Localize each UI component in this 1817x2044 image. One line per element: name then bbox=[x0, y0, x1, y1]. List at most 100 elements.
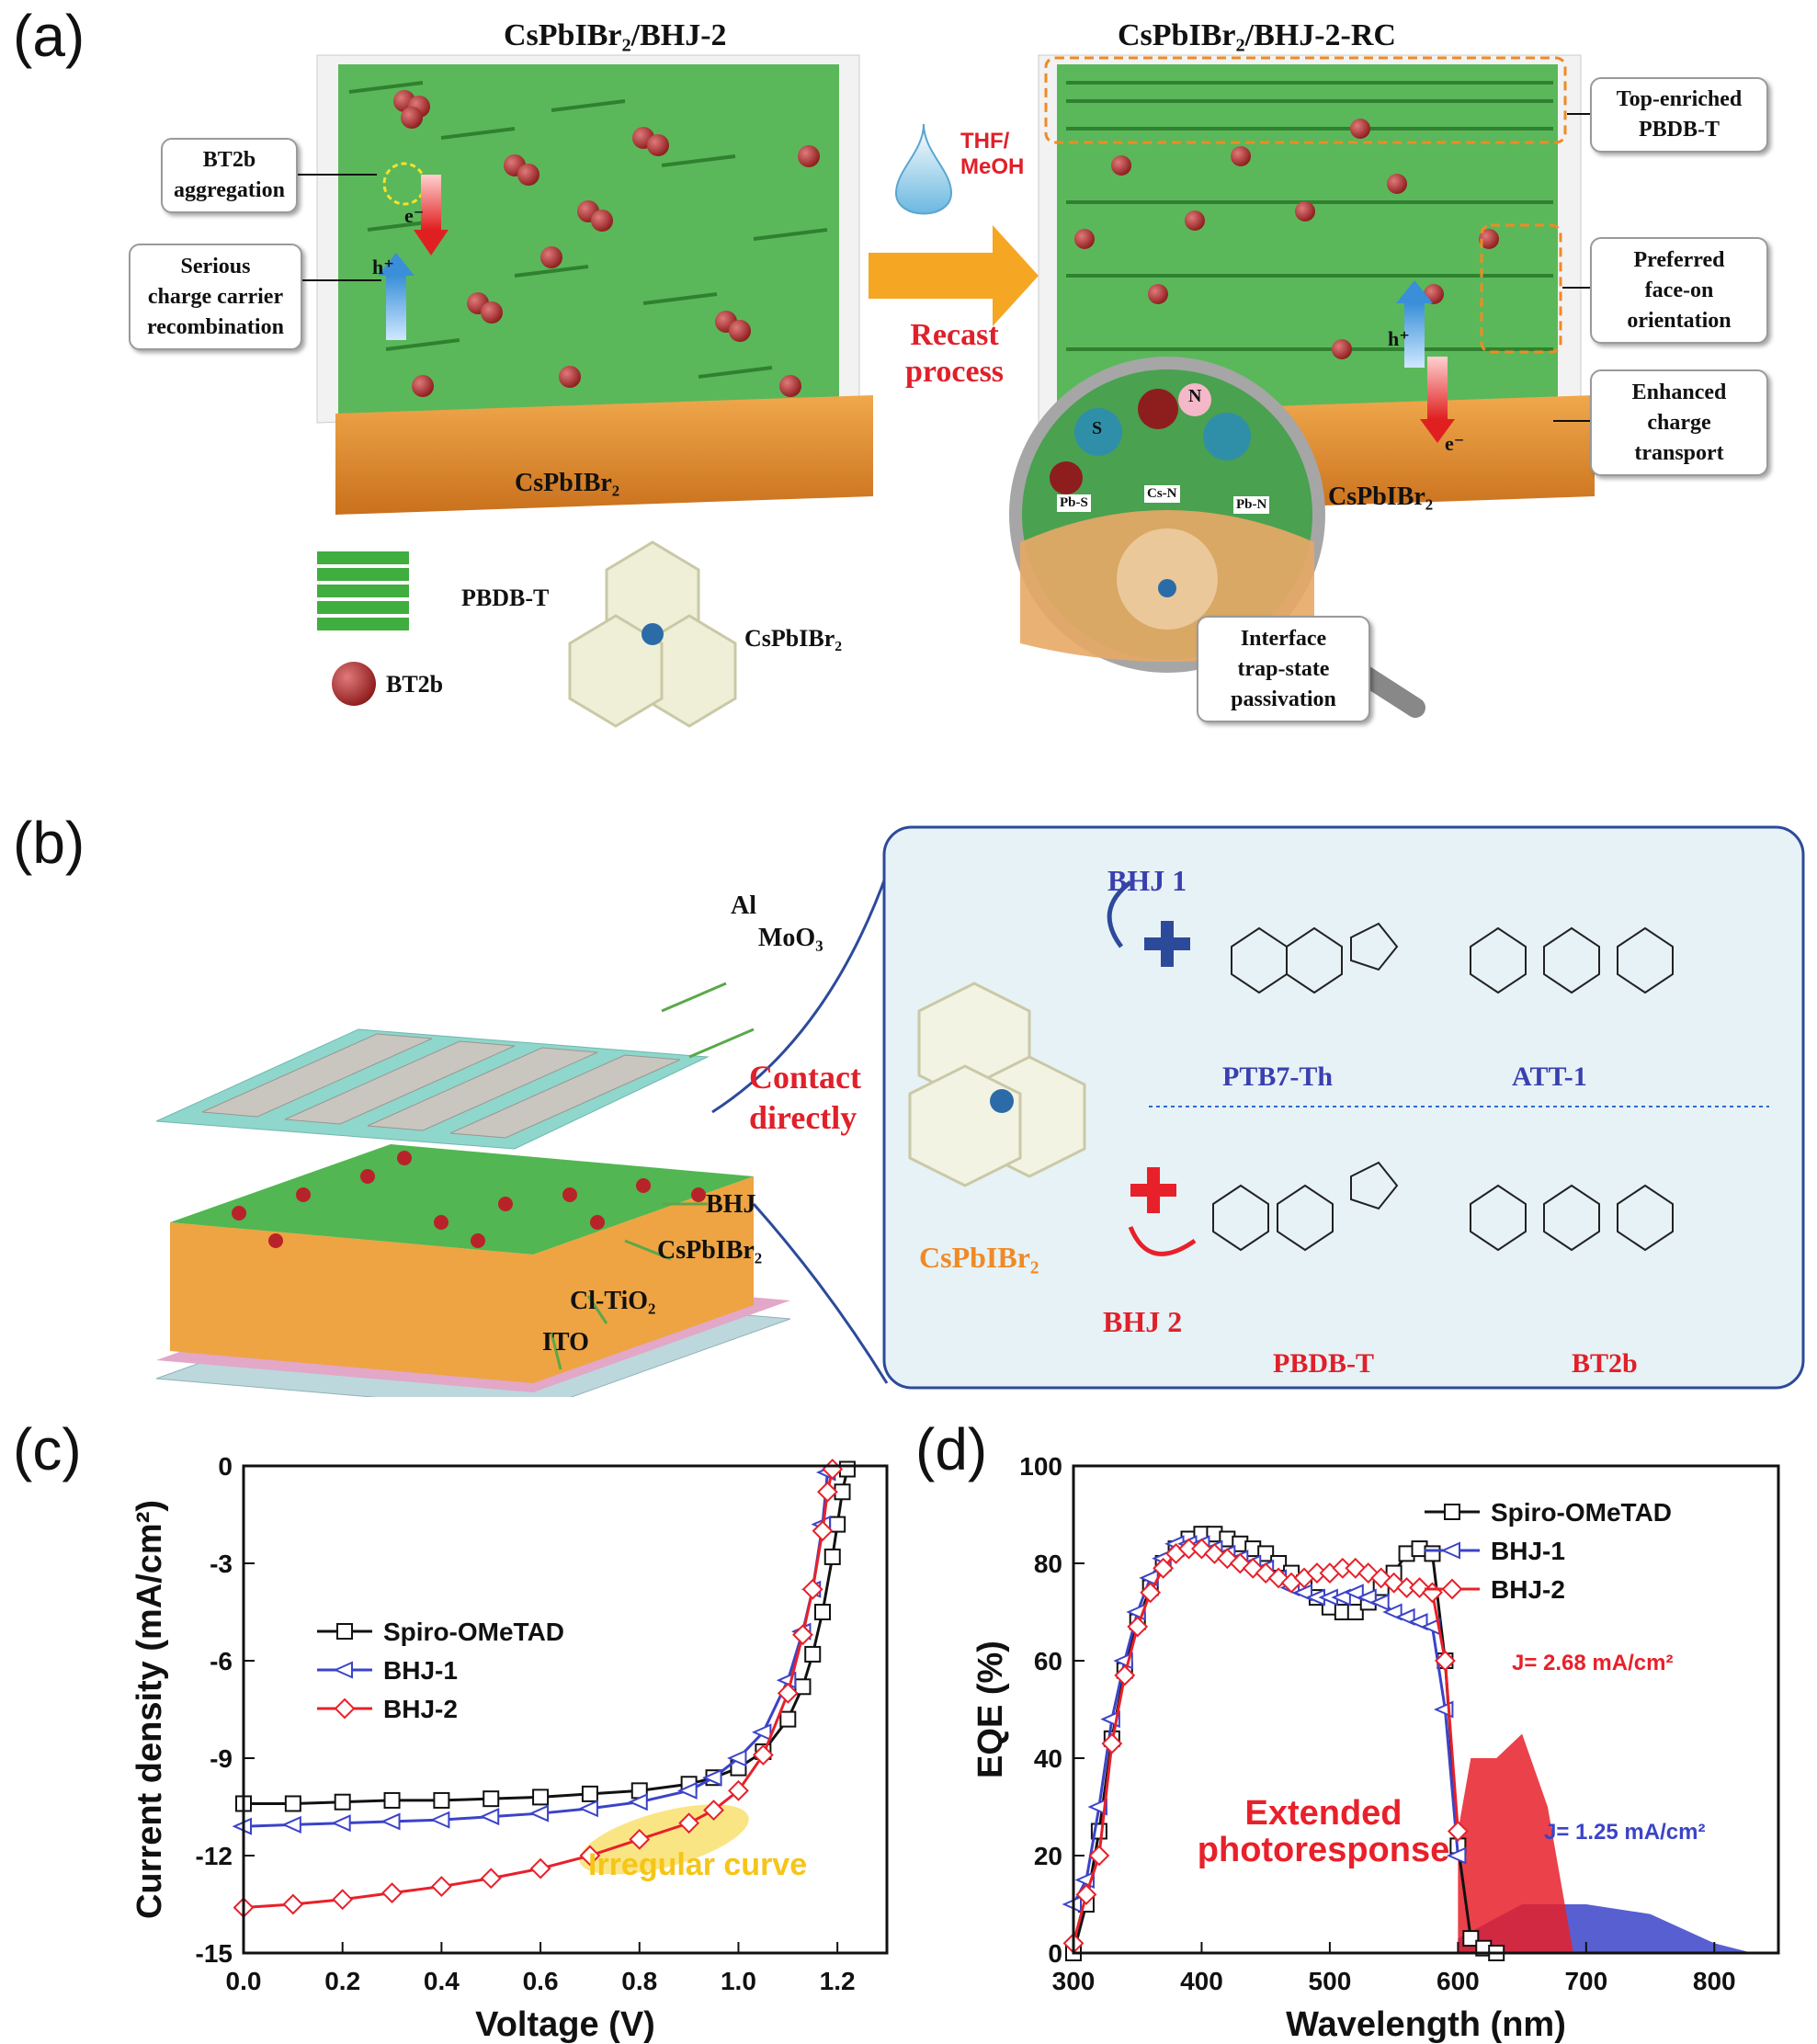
data-point bbox=[282, 1893, 304, 1915]
x-tick-label: 1.2 bbox=[820, 1967, 856, 1995]
data-point bbox=[702, 1768, 722, 1787]
data-point bbox=[1331, 1588, 1351, 1607]
data-point bbox=[1408, 1613, 1428, 1631]
x-tick-label: 500 bbox=[1309, 1967, 1352, 1995]
data-point bbox=[1424, 1545, 1441, 1562]
layer-bhj-label: BHJ bbox=[706, 1190, 756, 1219]
plot-frame bbox=[1072, 1464, 1780, 1955]
data-point bbox=[1462, 1930, 1480, 1947]
data-point bbox=[429, 1811, 450, 1829]
legend-item-2: BHJ-2 bbox=[1425, 1575, 1565, 1604]
x-tick-label: 700 bbox=[1564, 1967, 1607, 1995]
data-point bbox=[479, 1808, 500, 1826]
molecule-att1-label: ATT-1 bbox=[1512, 1062, 1587, 1092]
y-tick-label: 80 bbox=[1034, 1550, 1062, 1578]
y-axis-title: Current density (mA/cm²) bbox=[131, 1500, 169, 1919]
data-point bbox=[678, 1812, 700, 1834]
data-point bbox=[281, 1815, 301, 1834]
carrier-h-right: h⁺ bbox=[1388, 327, 1410, 350]
data-point bbox=[284, 1795, 301, 1812]
carrier-e-left: e⁻ bbox=[404, 204, 425, 227]
y-tick-label: 20 bbox=[1034, 1842, 1062, 1870]
plot-frame bbox=[242, 1464, 889, 1955]
plus-icon-red bbox=[1130, 1167, 1176, 1213]
data-point bbox=[578, 1800, 598, 1818]
series-2 bbox=[1062, 1538, 1469, 1954]
data-point bbox=[1114, 1664, 1136, 1686]
left-film bbox=[316, 54, 873, 515]
x-tick-label: 600 bbox=[1437, 1967, 1480, 1995]
data-point bbox=[726, 1749, 747, 1767]
data-point bbox=[430, 1876, 452, 1897]
data-point bbox=[777, 1682, 799, 1704]
legend-item-0: Spiro-OMeTAD bbox=[1425, 1498, 1672, 1527]
data-point bbox=[383, 1791, 401, 1809]
data-point bbox=[433, 1791, 450, 1809]
y-tick-label: 0 bbox=[218, 1452, 233, 1481]
data-point bbox=[829, 1516, 846, 1533]
atom-s: S bbox=[1092, 418, 1103, 438]
data-point bbox=[380, 1812, 401, 1831]
legend-label: BHJ-2 bbox=[383, 1695, 458, 1723]
data-point bbox=[1357, 1562, 1380, 1584]
atom-n: N bbox=[1188, 386, 1202, 406]
y-tick-label: 100 bbox=[1019, 1452, 1062, 1481]
legend-pbdbt-label: PBDB-T bbox=[461, 585, 550, 611]
x-tick-label: 800 bbox=[1693, 1967, 1736, 1995]
x-tick-label: 0.6 bbox=[523, 1967, 559, 1995]
legend-perovskite-label: CsPbIBr₂ bbox=[744, 625, 843, 652]
data-point bbox=[823, 1548, 841, 1565]
series-line bbox=[243, 1469, 835, 1910]
legend-perovskite-icon bbox=[568, 540, 737, 728]
data-point bbox=[628, 1793, 648, 1811]
data-point bbox=[792, 1624, 813, 1646]
layer-al-label: Al bbox=[731, 891, 756, 920]
legend-item-2: BHJ-2 bbox=[317, 1695, 458, 1723]
substrate-label-left: CsPbIBr₂ bbox=[515, 469, 620, 497]
data-point bbox=[728, 1779, 749, 1801]
legend-marker bbox=[333, 1661, 353, 1679]
legend-marker bbox=[1440, 1541, 1460, 1560]
data-point bbox=[794, 1678, 812, 1696]
layer-perovskite-label: CsPbIBr₂ bbox=[657, 1236, 763, 1265]
x-tick-label: 0.0 bbox=[226, 1967, 262, 1995]
panel-b-device bbox=[155, 825, 1805, 1397]
panel-label-a: (a) bbox=[13, 3, 85, 69]
data-point bbox=[1435, 1650, 1456, 1672]
panel-a-illustration bbox=[294, 54, 1595, 728]
data-point bbox=[629, 1828, 651, 1850]
bhj2-label: BHJ 2 bbox=[1103, 1305, 1183, 1338]
extended-label-line1: Extended bbox=[1244, 1794, 1402, 1833]
molecule-pbdbt-label: PBDB-T bbox=[1273, 1348, 1375, 1379]
legend-item-1: BHJ-1 bbox=[317, 1656, 458, 1685]
layer-ito-label: ITO bbox=[542, 1328, 589, 1357]
legend-item-0: Spiro-OMeTAD bbox=[317, 1618, 564, 1646]
legend-label: BHJ-1 bbox=[383, 1656, 458, 1685]
data-point bbox=[1369, 1593, 1390, 1611]
perovskite-label-b: CsPbIBr₂ bbox=[919, 1241, 1039, 1274]
y-tick-label: 0 bbox=[1048, 1939, 1062, 1968]
y-tick-label: -6 bbox=[210, 1647, 233, 1675]
panel-label-c: (c) bbox=[13, 1416, 82, 1482]
bond-pbs: Pb-S bbox=[1057, 494, 1091, 512]
data-point bbox=[779, 1710, 797, 1728]
legend-marker bbox=[1444, 1504, 1460, 1520]
carrier-h-left: h⁺ bbox=[372, 255, 394, 278]
panel-label-b: (b) bbox=[13, 810, 85, 876]
y-tick-label: -12 bbox=[196, 1842, 233, 1870]
data-point bbox=[480, 1868, 502, 1890]
data-point bbox=[1101, 1732, 1123, 1754]
x-axis-title: Voltage (V) bbox=[475, 2005, 655, 2044]
plus-icon-blue bbox=[1144, 921, 1190, 967]
data-point bbox=[703, 1800, 724, 1821]
legend-pbdbt-icon bbox=[317, 551, 409, 630]
data-point bbox=[1446, 1846, 1467, 1865]
data-point bbox=[579, 1845, 601, 1867]
legend-label: BHJ-2 bbox=[1491, 1575, 1565, 1604]
data-point bbox=[814, 1604, 831, 1620]
data-point bbox=[1088, 1845, 1110, 1867]
